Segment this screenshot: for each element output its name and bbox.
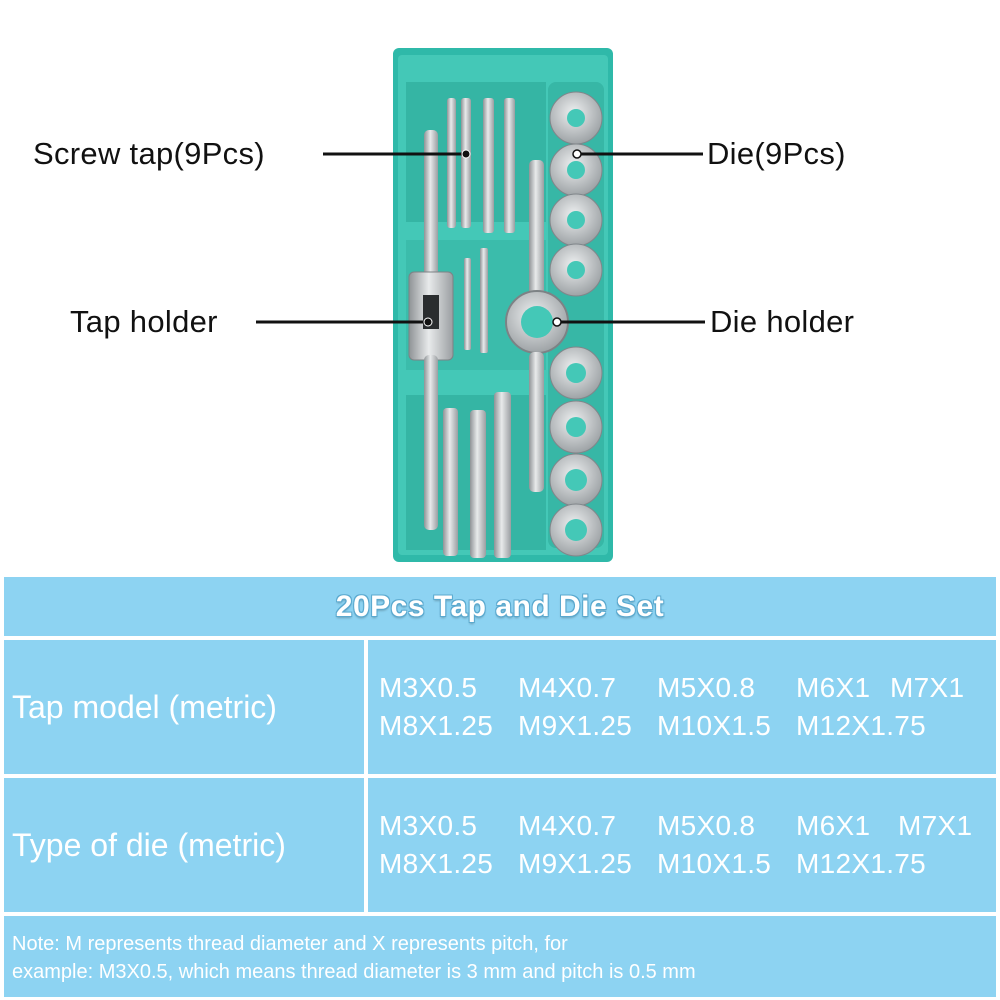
die-type-value: M12X1.75 <box>796 848 927 879</box>
callout-die-holder: Die holder <box>710 304 855 339</box>
tap-model-value: M3X0.5 <box>379 672 478 703</box>
product-photo: Screw tap(9Pcs) Die(9Pcs) Tap holder Die… <box>33 48 855 562</box>
tap-model-value: M6X1 <box>796 672 871 703</box>
note-line-2: example: M3X0.5, which means thread diam… <box>12 961 696 983</box>
die-type-value: M8X1.25 <box>379 848 494 879</box>
tap-model-value: M12X1.75 <box>796 710 927 741</box>
die-type-values-cell: M3X0.5 M4X0.7 M5X0.8 M6X1 M7X1 M8X1.25 M… <box>368 778 996 912</box>
die-type-value: M6X1 <box>796 810 871 841</box>
table-title: 20Pcs Tap and Die Set <box>335 589 665 623</box>
callout-screw-tap: Screw tap(9Pcs) <box>33 136 265 171</box>
tap-model-label-cell: Tap model (metric) <box>4 640 364 774</box>
callout-lines <box>256 149 705 327</box>
tap-model-value: M4X0.7 <box>518 672 617 703</box>
tap-model-label: Tap model (metric) <box>12 688 277 725</box>
die-type-value: M9X1.25 <box>518 848 633 879</box>
table-title-cell: 20Pcs Tap and Die Set <box>4 577 996 636</box>
die-type-value: M4X0.7 <box>518 810 617 841</box>
tap-holder <box>408 130 454 530</box>
die-holder <box>505 160 569 492</box>
tap-model-values-cell: M3X0.5 M4X0.7 M5X0.8 M6X1 M7X1 M8X1.25 M… <box>368 640 996 774</box>
die-type-label-cell: Type of die (metric) <box>4 778 364 912</box>
screw-taps-top <box>447 98 515 233</box>
tap-model-line-2: M8X1.25 M9X1.25 M10X1.5 M12X1.75 <box>379 707 996 745</box>
callout-tap-holder: Tap holder <box>70 304 218 339</box>
die-type-value: M10X1.5 <box>657 848 772 879</box>
tap-model-value: M9X1.25 <box>518 710 633 741</box>
tap-model-value: M5X0.8 <box>657 672 756 703</box>
tap-model-value: M7X1 <box>890 672 965 703</box>
die-type-value: M5X0.8 <box>657 810 756 841</box>
tap-model-value: M10X1.5 <box>657 710 772 741</box>
die-type-value: M7X1 <box>898 810 973 841</box>
note-cell: Note: M represents thread diameter and X… <box>4 916 996 997</box>
tap-die-case-illustration <box>256 48 705 562</box>
dies-column <box>549 91 603 557</box>
die-type-value: M3X0.5 <box>379 810 478 841</box>
die-type-line-1: M3X0.5 M4X0.7 M5X0.8 M6X1 M7X1 <box>379 807 996 845</box>
screw-taps-middle <box>464 248 488 353</box>
tap-model-value: M8X1.25 <box>379 710 494 741</box>
tap-model-line-1: M3X0.5 M4X0.7 M5X0.8 M6X1 M7X1 <box>379 669 996 707</box>
die-type-label: Type of die (metric) <box>12 826 286 863</box>
spec-table: 20Pcs Tap and Die Set Tap model (metric)… <box>4 577 996 997</box>
callout-die: Die(9Pcs) <box>707 136 846 171</box>
die-type-line-2: M8X1.25 M9X1.25 M10X1.5 M12X1.75 <box>379 845 996 883</box>
note-line-1: Note: M represents thread diameter and X… <box>12 933 568 955</box>
screw-taps-bottom <box>443 392 511 558</box>
